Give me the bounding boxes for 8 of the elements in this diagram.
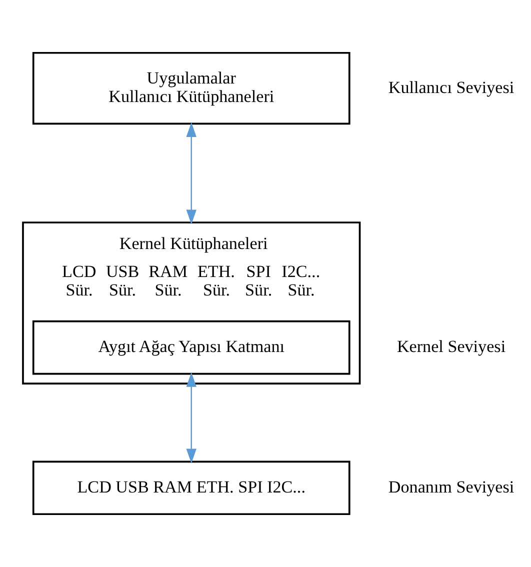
node-box: Uygulamalar Kullanıcı Kütüphaneleri	[32, 52, 350, 125]
node-label: Kernel Seviyesi	[396, 337, 506, 356]
node-box: Aygıt Ağaç Yapısı Katmanı	[32, 320, 350, 375]
node-label: Donanım Seviyesi	[388, 477, 514, 496]
node-label: Kullanıcı Seviyesi	[388, 78, 514, 97]
arrow	[186, 122, 196, 224]
node-box: LCD USB RAM ETH. SPI I2C...	[32, 460, 350, 516]
arrow	[186, 372, 196, 464]
